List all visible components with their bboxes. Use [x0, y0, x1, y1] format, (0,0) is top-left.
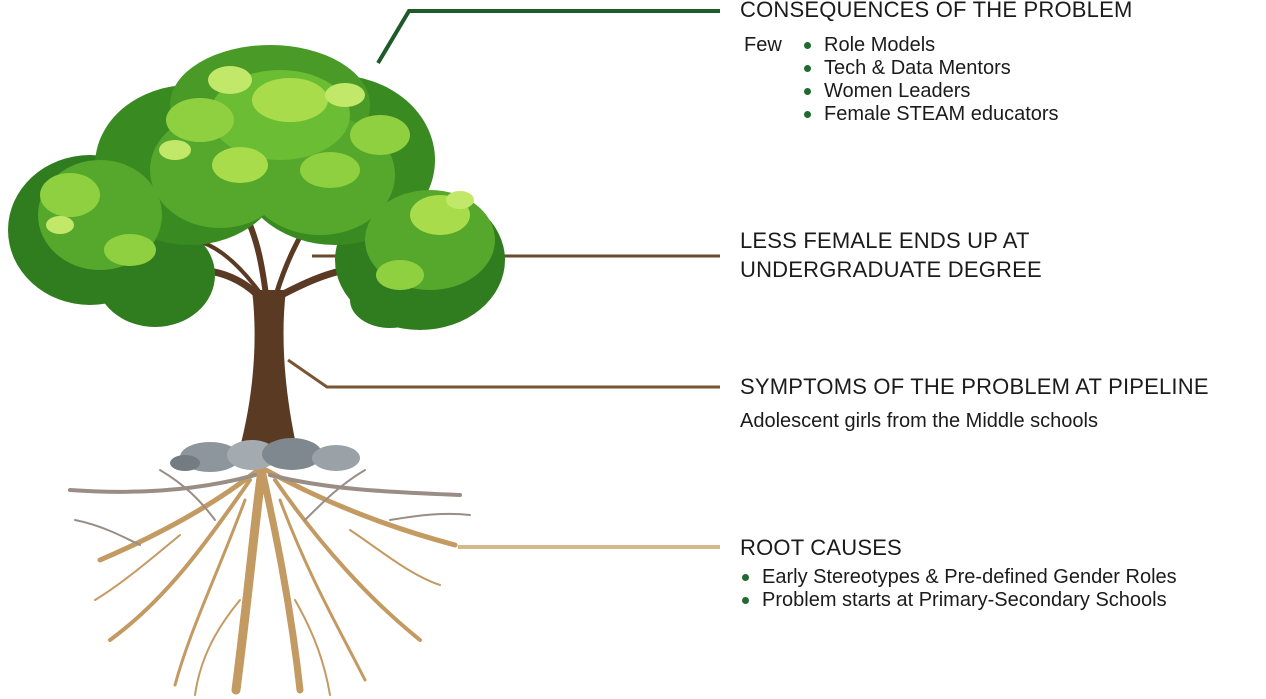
symptoms-title: SYMPTOMS OF THE PROBLEM AT PIPELINE — [740, 372, 1209, 401]
degree-title-line2: UNDERGRADUATE DEGREE — [740, 255, 1042, 284]
list-item: Problem starts at Primary-Secondary Scho… — [740, 589, 1177, 612]
consequences-list: Role Models Tech & Data Mentors Women Le… — [802, 34, 1133, 126]
bullet-icon — [804, 42, 811, 49]
bullet-icon — [742, 574, 749, 581]
bullet-icon — [804, 88, 811, 95]
list-item: Role Models — [802, 34, 1133, 57]
roots-block: ROOT CAUSES Early Stereotypes & Pre-defi… — [740, 533, 1177, 612]
list-item: Women Leaders — [802, 80, 1133, 103]
list-item: Female STEAM educators — [802, 103, 1133, 126]
consequences-list-row: Few Role Models Tech & Data Mentors Wome… — [740, 34, 1133, 126]
tree-trunk — [236, 290, 300, 462]
roots-title: ROOT CAUSES — [740, 533, 1177, 562]
list-item: Tech & Data Mentors — [802, 57, 1133, 80]
consequences-title: CONSEQUENCES OF THE PROBLEM — [740, 0, 1133, 24]
tree-roots — [70, 470, 470, 695]
connector-line-symptoms — [288, 360, 720, 387]
connector-line-consequences — [378, 11, 720, 63]
degree-block: LESS FEMALE ENDS UP AT UNDERGRADUATE DEG… — [740, 226, 1042, 284]
roots-list: Early Stereotypes & Pre-defined Gender R… — [740, 566, 1177, 612]
rocks — [170, 438, 360, 472]
degree-title-line1: LESS FEMALE ENDS UP AT — [740, 226, 1042, 255]
consequences-block: CONSEQUENCES OF THE PROBLEM Few Role Mod… — [740, 0, 1133, 126]
symptoms-subtitle: Adolescent girls from the Middle schools — [740, 410, 1209, 433]
list-item: Early Stereotypes & Pre-defined Gender R… — [740, 566, 1177, 589]
bullet-icon — [804, 65, 811, 72]
consequences-lead: Few — [744, 34, 782, 57]
bullet-icon — [742, 597, 749, 604]
symptoms-block: SYMPTOMS OF THE PROBLEM AT PIPELINE Adol… — [740, 372, 1209, 433]
bullet-icon — [804, 111, 811, 118]
